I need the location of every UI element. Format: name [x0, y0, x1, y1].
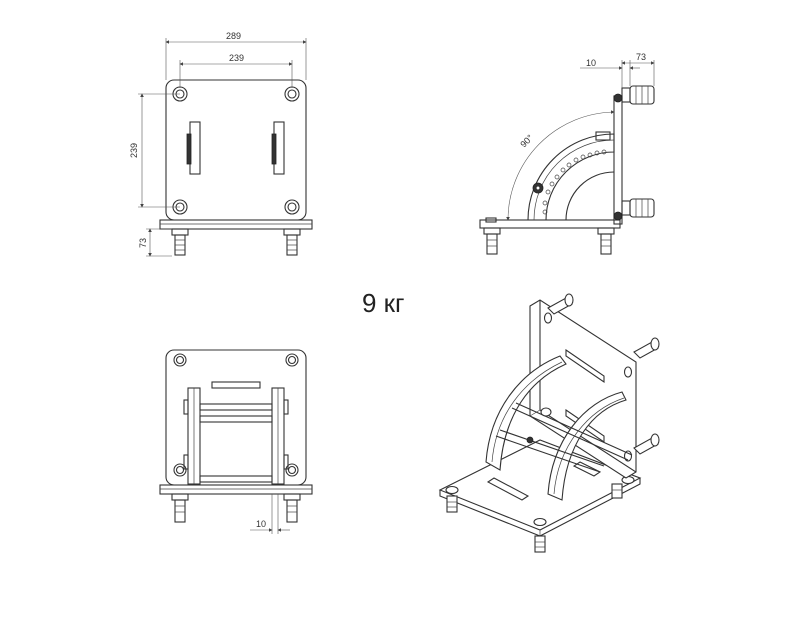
- side-leg: [483, 217, 615, 255]
- top-view: 10: [159, 349, 313, 534]
- weight-label: 9 кг: [362, 288, 405, 318]
- dim-side-leg: 73: [636, 52, 646, 62]
- front-leg: [171, 228, 301, 256]
- dim-side-offset: 10: [586, 58, 596, 68]
- iso-connector: [547, 293, 660, 455]
- iso-leg: [446, 483, 623, 553]
- dim-width-inner: 239: [229, 53, 244, 63]
- side-view: 90° 10 73: [479, 52, 655, 255]
- front-view: 289 239 239 73: [129, 31, 313, 257]
- dim-angle: 90°: [518, 132, 535, 149]
- dim-leg-height: 73: [138, 238, 148, 248]
- iso-arc-bracket: [485, 355, 627, 501]
- side-connector: [613, 85, 655, 221]
- dim-top-offset: 10: [256, 519, 266, 529]
- dim-height: 239: [129, 143, 139, 158]
- dim-width-outer: 289: [226, 31, 241, 41]
- front-bolt: [172, 86, 300, 215]
- isometric-view: [438, 293, 660, 553]
